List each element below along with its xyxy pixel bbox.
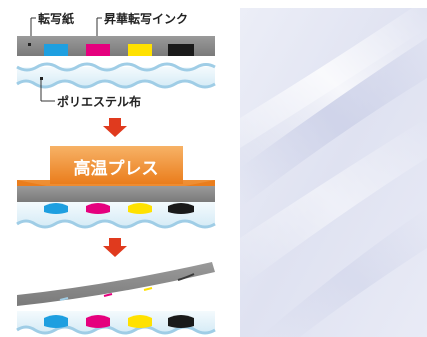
peeled-residue-cyan (59, 297, 69, 301)
peeled-paper-strip (17, 262, 215, 306)
down-arrow-icon (103, 118, 127, 137)
pointer-square-icon (40, 77, 43, 80)
fabric-fold-shadow-2 (260, 208, 427, 337)
fabric-fold-shadow (240, 28, 427, 208)
transfer-paper-label: 転写紙 (38, 11, 74, 26)
pressed-fabric-wave (16, 219, 216, 229)
ink-final-yellow (128, 315, 152, 328)
fabric-body (17, 67, 215, 87)
press-block (50, 146, 183, 184)
process-illustration: 転写紙 昇華転写インク ポリエステル布 (16, 11, 216, 335)
ink-block-black (168, 44, 194, 56)
ink-pressed-black (168, 203, 194, 214)
sublimation-ink-label: 昇華転写インク (104, 11, 188, 26)
label-polyester-fabric: ポリエステル布 (40, 80, 141, 109)
stage2-pressed (16, 186, 216, 229)
final-fabric-body (17, 311, 215, 333)
ink-pressed-magenta (86, 203, 110, 214)
stage1-fabric (16, 62, 216, 89)
ink-block-yellow (128, 44, 152, 56)
pointer-square-icon (28, 43, 31, 46)
ink-pressed-yellow (128, 203, 152, 214)
peeled-residue-magenta (103, 293, 113, 297)
fabric-wave-top (16, 62, 216, 72)
ink-final-magenta (86, 315, 110, 328)
fabric-fold-highlight-2 (240, 118, 427, 288)
pressed-paper-strip (17, 186, 215, 202)
ink-pressed-cyan (44, 203, 68, 214)
ink-block-magenta (86, 44, 110, 56)
down-arrow-icon (103, 238, 127, 257)
stage3-peeled (16, 262, 216, 335)
fabric-photo (240, 8, 427, 337)
peeled-residue-yellow (143, 287, 153, 291)
ink-final-cyan (44, 315, 68, 328)
press-label: 高温プレス (74, 158, 159, 179)
stage1-transfer-paper (17, 36, 215, 56)
ink-block-cyan (44, 44, 68, 56)
peeled-residue-black (177, 273, 195, 281)
fabric-wave-bottom (16, 79, 216, 89)
ink-final-black (168, 315, 194, 328)
polyester-fabric-label: ポリエステル布 (57, 94, 141, 109)
fabric-fold-highlight (240, 8, 427, 168)
